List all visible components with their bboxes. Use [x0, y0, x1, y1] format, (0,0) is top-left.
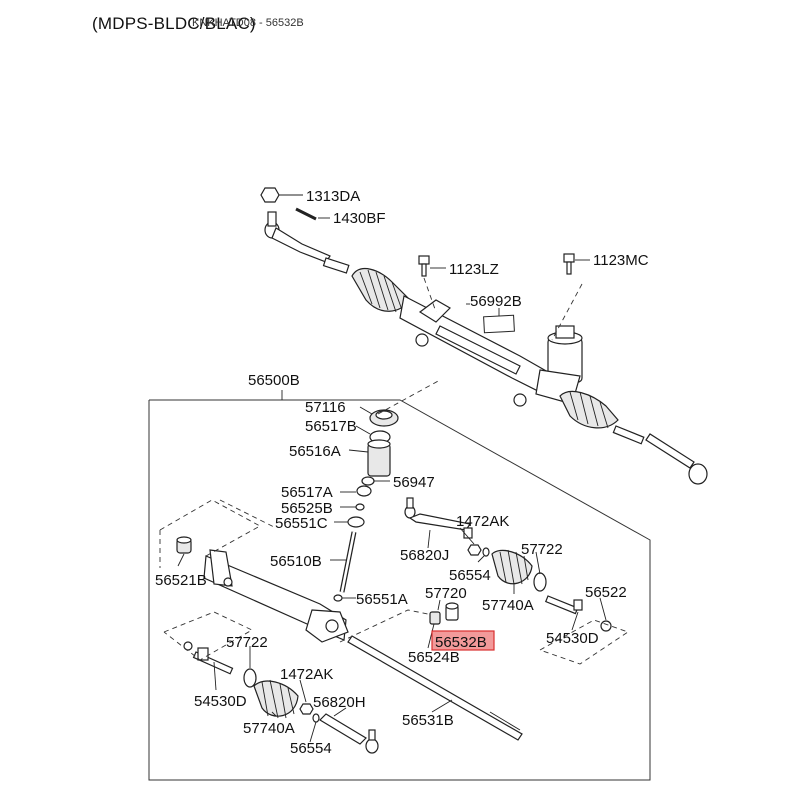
- label-56992B[interactable]: 56992B: [470, 293, 522, 310]
- label-57116[interactable]: 57116: [305, 399, 346, 416]
- label-56521B[interactable]: 56521B: [155, 572, 207, 589]
- bolt-1123LZ-part: [418, 255, 446, 313]
- tie-rod-right-upper: [612, 425, 708, 485]
- label-56517B[interactable]: 56517B: [305, 418, 357, 435]
- bellows-left-upper: [351, 267, 411, 313]
- upper-assembly: [260, 187, 708, 485]
- leader-lines: [177, 303, 607, 743]
- label-56820H[interactable]: 56820H: [313, 694, 366, 711]
- diagram-title: (MDPS-BLDC/BLAC): [92, 14, 256, 33]
- label-54530D-left[interactable]: 54530D: [194, 693, 247, 710]
- dashed-guides: [159, 379, 629, 665]
- label-57740A-right[interactable]: 57740A: [482, 597, 534, 614]
- label-57722-left[interactable]: 57722: [226, 634, 268, 651]
- label-1313DA[interactable]: 1313DA: [306, 188, 360, 205]
- nut-1313DA-part: [260, 187, 303, 203]
- lower-parts: [176, 409, 612, 754]
- bellows-right-upper: [559, 391, 619, 429]
- label-56554-left[interactable]: 56554: [290, 740, 332, 757]
- label-56532B[interactable]: 56532B: [435, 634, 487, 651]
- rack-housing-upper: [399, 295, 549, 407]
- label-56525B[interactable]: 56525B: [281, 500, 333, 517]
- label-56510B[interactable]: 56510B: [270, 553, 322, 570]
- label-56516A[interactable]: 56516A: [289, 443, 341, 460]
- label-56531B[interactable]: 56531B: [402, 712, 454, 729]
- label-1123MC[interactable]: 1123MC: [593, 252, 649, 269]
- label-56551A[interactable]: 56551A: [356, 591, 408, 608]
- label-54530D-right[interactable]: 54530D: [546, 630, 599, 647]
- label-57720[interactable]: 57720: [425, 585, 467, 602]
- label-56500B[interactable]: 56500B: [248, 372, 300, 389]
- pin-1430BF-part: [295, 207, 330, 221]
- label-1430BF[interactable]: 1430BF: [333, 210, 386, 227]
- label-57722-right[interactable]: 57722: [521, 541, 563, 558]
- label-56947[interactable]: 56947: [393, 474, 435, 491]
- bolt-1123MC-part: [551, 253, 590, 341]
- part-labels: 1313DA 1430BF 1123LZ 1123MC 56992B 56500…: [155, 188, 649, 757]
- label-1472AK-left[interactable]: 1472AK: [280, 666, 333, 683]
- label-56554-right[interactable]: 56554: [449, 567, 491, 584]
- label-56524B[interactable]: 56524B: [408, 649, 460, 666]
- label-57740A-left[interactable]: 57740A: [243, 720, 295, 737]
- label-1472AK-right[interactable]: 1472AK: [456, 513, 509, 530]
- tie-rod-end-left-upper: [264, 211, 350, 274]
- diagram-subtitle: KNKHATD08 - 56532B: [192, 17, 304, 29]
- label-1123LZ[interactable]: 1123LZ: [449, 261, 499, 278]
- label-56517A[interactable]: 56517A: [281, 484, 333, 501]
- exploded-view-frame: [148, 399, 651, 781]
- label-56551C[interactable]: 56551C: [275, 515, 328, 532]
- label-56522[interactable]: 56522: [585, 584, 627, 601]
- label-56820J[interactable]: 56820J: [400, 547, 449, 564]
- highlight-56532B: [431, 630, 495, 651]
- label-plate-56992B-part: [483, 308, 515, 334]
